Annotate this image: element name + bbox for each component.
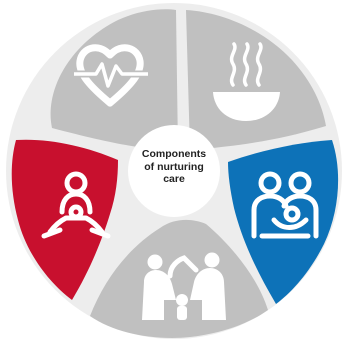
center-title: Components of nurturing care	[119, 148, 229, 186]
family-home-icon	[142, 252, 226, 320]
child-playing-icon	[41, 171, 111, 239]
segment-good-health	[50, 9, 178, 151]
segment-responsive-caregiving	[228, 140, 339, 304]
center-title-line-2: of nurturing	[144, 160, 204, 173]
segment-safety-and-security	[90, 219, 268, 338]
segment-adequate-nutrition	[186, 10, 326, 150]
soup-bowl-icon	[213, 42, 280, 121]
center-hub	[128, 125, 220, 217]
segment-early-learning	[11, 139, 119, 300]
center-title-line-3: care	[163, 173, 185, 185]
center-title-line-1: Components	[141, 148, 207, 160]
parents-with-baby-icon	[251, 171, 319, 239]
